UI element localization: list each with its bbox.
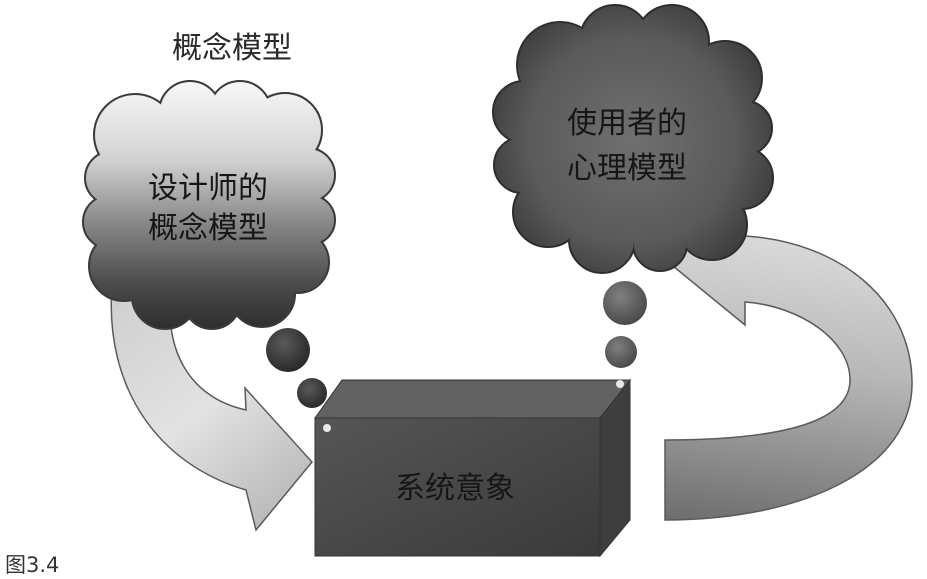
designer-thought-bubble <box>266 328 310 372</box>
system-image-box: 系统意象 <box>314 378 632 558</box>
design-arrow <box>110 284 313 532</box>
designer-thought-bubble <box>297 378 327 408</box>
user-model-cloud: 使用者的 心理模型 <box>492 4 774 274</box>
user-thought-bubble <box>605 336 637 368</box>
designer-model-line-2: 概念模型 <box>148 211 268 246</box>
user-model-line-2: 心理模型 <box>567 151 687 186</box>
diagram-title: 概念模型 <box>172 31 292 66</box>
box-front-face <box>314 417 601 557</box>
designer-model-line-1: 设计师的 <box>148 171 268 206</box>
box-top-face <box>314 379 632 419</box>
designer-model-cloud: 设计师的 概念模型 <box>82 80 336 330</box>
user-thought-bubble <box>603 281 647 325</box>
user-model-line-1: 使用者的 <box>567 106 687 141</box>
system-image-label: 系统意象 <box>395 471 515 506</box>
box-corner-highlight <box>323 424 331 432</box>
figure-caption: 图3.4 <box>5 553 59 577</box>
box-corner-highlight <box>616 380 624 388</box>
